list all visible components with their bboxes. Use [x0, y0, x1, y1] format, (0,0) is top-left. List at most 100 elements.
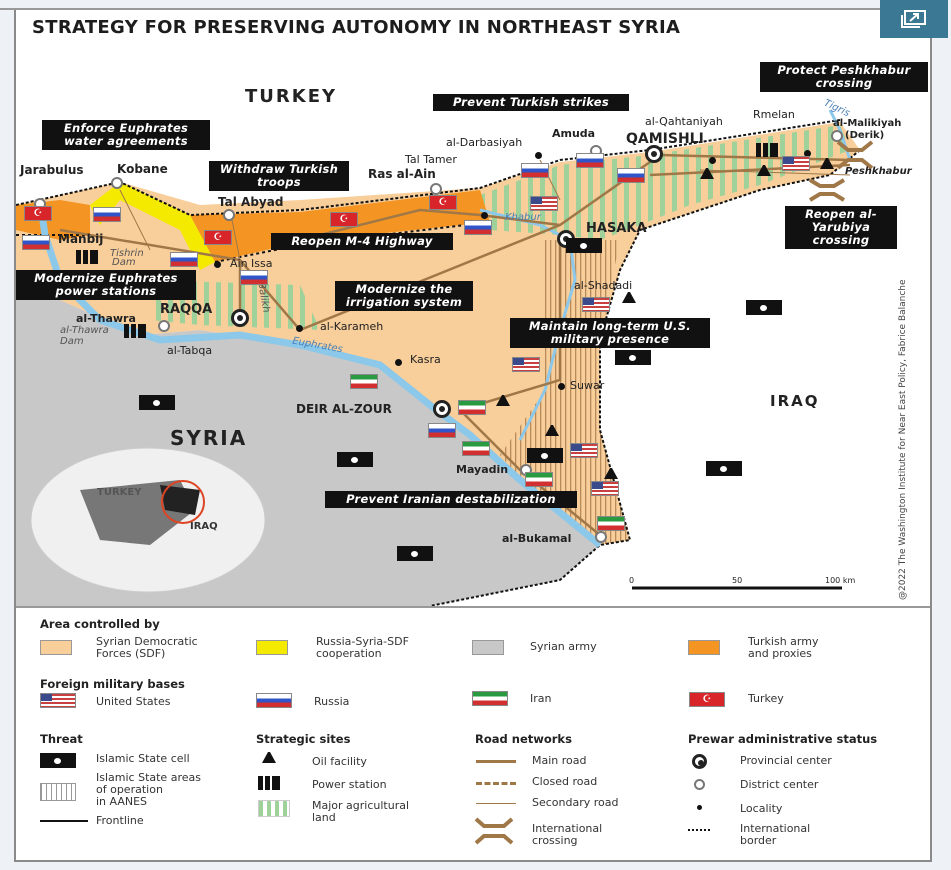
legend-turkish-1: Turkish army: [748, 635, 819, 648]
legend-provincial: Provincial center: [740, 754, 832, 767]
legend-syrian-army: Syrian army: [530, 640, 597, 653]
legend-agri-swatch: [258, 800, 290, 817]
islamic-state-cell-icon: [337, 452, 373, 467]
place-tishrin: Tishrin: [110, 248, 144, 259]
legend-district-icon: [694, 779, 705, 790]
islamic-state-cell-icon: [615, 350, 651, 365]
legend-iran-flag: [472, 691, 508, 706]
place-tishrin-dam: Dam: [112, 257, 136, 268]
place-jarabulus: Jarabulus: [20, 163, 84, 177]
place-manbij: Manbij: [58, 232, 104, 246]
legend-turkish-2: and proxies: [748, 647, 812, 660]
legend-heading-threat: Threat: [40, 732, 83, 746]
legend-iran: Iran: [530, 692, 552, 705]
legend-frontline-icon: [40, 820, 88, 822]
oil-facility-icon: [700, 168, 714, 179]
globe-label-turkey: TURKEY: [97, 487, 142, 498]
russia-base-flag: [93, 207, 121, 222]
legend-heading-status: Prewar administrative status: [688, 732, 878, 746]
international-border: [16, 119, 861, 606]
islamic-state-cell-icon: [566, 238, 602, 253]
place-mayadin: Mayadin: [456, 463, 509, 476]
provincial-center-qamishli: [645, 145, 663, 163]
place-peshkhabur: Peshkhabur: [845, 166, 912, 177]
legend-russia-flag: [256, 693, 292, 708]
callout-power-stations: Modernize Euphrates power stations: [16, 270, 196, 300]
place-al-malikiyah: al-Malikiyah: [833, 118, 902, 129]
place-amuda: Amuda: [552, 127, 596, 140]
legend-is-cell-icon: [40, 753, 76, 768]
russia-base-flag: [240, 270, 268, 285]
scale-tick-100: 100 km: [825, 576, 856, 585]
russia-base-flag: [170, 252, 198, 267]
river-label-khabur: Khabur: [505, 212, 541, 223]
swatch-syrian-army: [472, 640, 504, 655]
place-al-karameh: al-Karameh: [320, 320, 384, 333]
us-base-flag: [570, 443, 598, 458]
locality-suwar: [558, 383, 565, 390]
district-center-al-bukamal: [595, 531, 607, 543]
legend-locality: Locality: [740, 802, 783, 815]
district-center-kobane: [111, 177, 123, 189]
legend-divider: [16, 606, 930, 608]
legend-is-cell: Islamic State cell: [96, 752, 190, 765]
legend-heading-roads: Road networks: [475, 732, 572, 746]
place-tal-abyad: Tal Abyad: [218, 195, 284, 209]
oil-facility-icon: [757, 165, 771, 176]
legend-crossing-icon: [474, 817, 514, 845]
callout-m4-highway: Reopen M-4 Highway: [271, 233, 453, 250]
expand-image-button[interactable]: [880, 0, 948, 38]
russia-base-flag: [576, 153, 604, 168]
russia-syria-sdf-area: [90, 182, 215, 270]
legend-is-areas-3: in AANES: [96, 795, 148, 808]
legend-provincial-icon: [692, 754, 707, 769]
district-center-tal-abyad: [223, 209, 235, 221]
power-station-icon: [756, 143, 778, 157]
us-base-flag: [530, 196, 558, 211]
callout-withdraw-troops: Withdraw Turkish troops: [209, 161, 349, 191]
scale-tick-0: 0: [629, 576, 635, 585]
crossing-peshkhabur: [836, 140, 874, 170]
turkey-base-flag: ☪: [429, 195, 457, 210]
power-station-icon: [76, 250, 98, 264]
legend-turkey: Turkey: [748, 692, 784, 705]
islamic-state-cell-icon: [397, 546, 433, 561]
place-hasaka: HASAKA: [586, 221, 647, 236]
callout-irrigation: Modernize the irrigation system: [335, 281, 473, 311]
legend-frontline: Frontline: [96, 814, 144, 827]
khabur-river: [479, 208, 577, 441]
legend-russia: Russia: [314, 695, 350, 708]
russia-base-flag: [521, 163, 549, 178]
globe-label-iraq: IRAQ: [190, 521, 218, 532]
callout-yarubiya: Reopen al-Yarubiya crossing: [785, 206, 897, 249]
islamic-state-cell-icon: [139, 395, 175, 410]
turkey-base-flag: ☪: [24, 206, 52, 221]
swatch-russia-syria-sdf: [256, 640, 288, 655]
place-ras-al-ain: Ras al-Ain: [368, 167, 436, 181]
turkey-base-flag: ☪: [330, 212, 358, 227]
globe-aanes-highlight: [160, 485, 200, 515]
iran-base-flag: [350, 374, 378, 389]
legend-power-icon: [258, 776, 280, 790]
legend-border-2: border: [740, 834, 777, 847]
country-label-turkey: TURKEY: [245, 86, 338, 107]
oil-facility-icon: [496, 395, 510, 406]
locality-ain-issa: [214, 261, 221, 268]
legend-heading-area: Area controlled by: [40, 617, 160, 631]
legend-is-areas-1: Islamic State areas: [96, 771, 201, 784]
legend-main-road-icon: [476, 760, 516, 763]
legend-power: Power station: [312, 778, 387, 791]
legend-crossing-1: International: [532, 822, 603, 835]
country-label-syria: SYRIA: [170, 426, 248, 450]
place-kasra: Kasra: [410, 353, 441, 366]
expand-image-icon: [901, 10, 926, 28]
legend-turkey-flag: ☪: [689, 692, 725, 707]
swatch-turkish: [688, 640, 720, 655]
crossing-yarubiya: [808, 178, 846, 202]
legend-heading-sites: Strategic sites: [256, 732, 351, 746]
legend-secondary-road-icon: [476, 803, 516, 804]
top-rule: [0, 8, 880, 10]
legend-agri-1: Major agricultural: [312, 799, 410, 812]
place-al-thawra: al-Thawra: [76, 312, 136, 325]
secondary-roads: [119, 159, 851, 261]
